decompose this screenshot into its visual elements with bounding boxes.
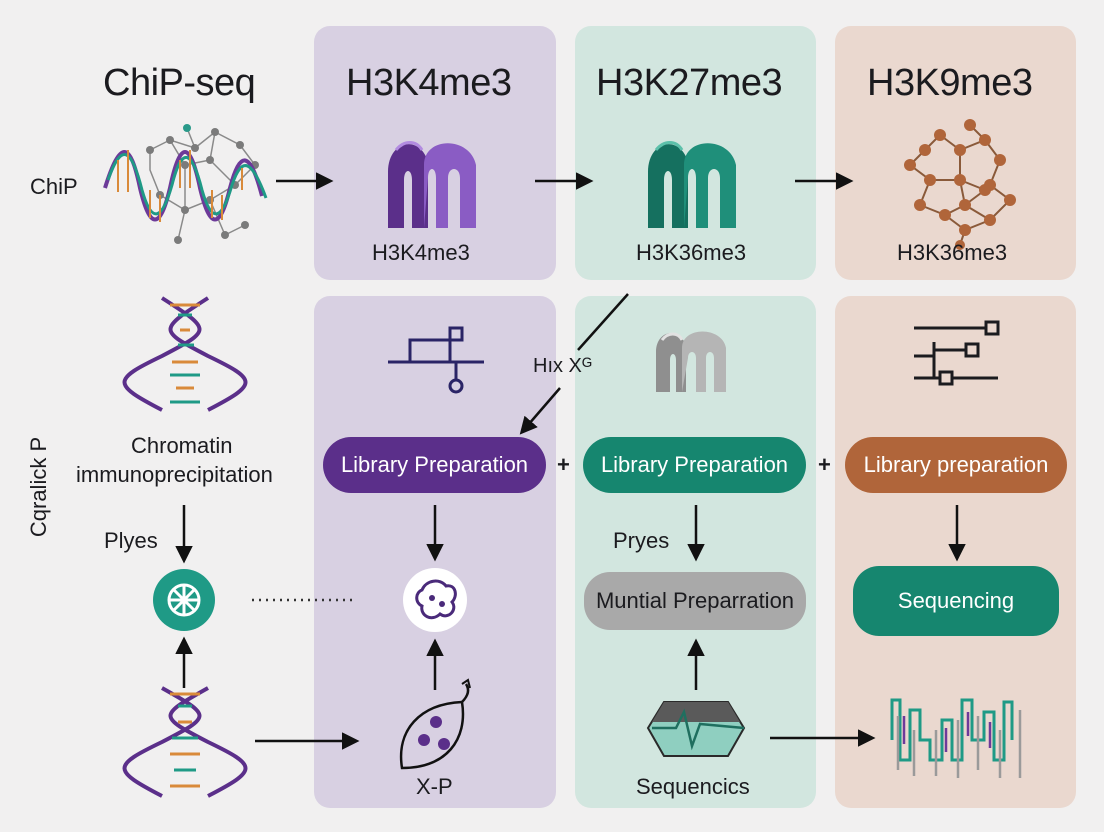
- title-h3k9me3: H3K9me3: [867, 62, 1033, 104]
- title-chipseq: ChiP-seq: [103, 62, 256, 104]
- dna-helix-bottom-icon: [122, 686, 248, 798]
- muntial-preparation-node: Muntial Preparration: [584, 572, 806, 630]
- sequencing-waveform-icon: [890, 698, 1022, 778]
- title-h3k4me3: H3K4me3: [346, 62, 512, 104]
- circuit-schematic-icon: [914, 320, 1000, 386]
- plyes-label: Plyes: [104, 528, 158, 553]
- title-h3k27me3: H3K27me3: [596, 62, 783, 104]
- chromatin-label-line2: immunoprecipitation: [76, 462, 273, 487]
- sample-blob-icon: [403, 568, 467, 632]
- h3k9me3-network-icon: [904, 119, 1016, 250]
- library-preparation-node-1: Library Preparation: [323, 437, 546, 493]
- xp-label: X-P: [416, 774, 453, 799]
- arrow-to-library-prep: [519, 387, 561, 435]
- gray-protein-icon: [656, 331, 726, 392]
- chip-label: ChiP: [30, 174, 78, 199]
- plus-sign-2: +: [818, 452, 831, 477]
- chip-dna-wave-icon: [103, 124, 268, 244]
- h3k27me3-protein-icon: [648, 141, 736, 228]
- chromatin-label-line1: Chromatin: [131, 433, 233, 458]
- dna-helix-icon: [122, 296, 248, 412]
- library-preparation-node-2: Library Preparation: [583, 437, 806, 493]
- hix-label: Hıx Xᴳ: [533, 355, 592, 377]
- enzyme-wheel-icon: [153, 569, 215, 631]
- sequencing-node: Sequencing: [853, 566, 1059, 636]
- plus-sign-1: +: [557, 452, 570, 477]
- sublabel-h3k4me3: H3K4me3: [372, 240, 470, 265]
- h3k4me3-protein-icon: [388, 141, 476, 228]
- pryes-label: Pryes: [613, 528, 670, 553]
- sublabel-h3k36me3-brown: H3K36me3: [897, 240, 1008, 265]
- library-preparation-node-3: Library preparation: [845, 437, 1067, 493]
- xp-leaf-icon: [399, 678, 471, 770]
- sublabel-h3k36me3-teal: H3K36me3: [636, 240, 747, 265]
- gene-promoter-icon: [388, 326, 484, 394]
- sequencics-label: Sequencics: [636, 774, 750, 799]
- vertical-label: Cqralick P: [26, 436, 51, 538]
- diagonal-connector: [577, 293, 629, 351]
- sequencer-device-icon: [646, 701, 746, 757]
